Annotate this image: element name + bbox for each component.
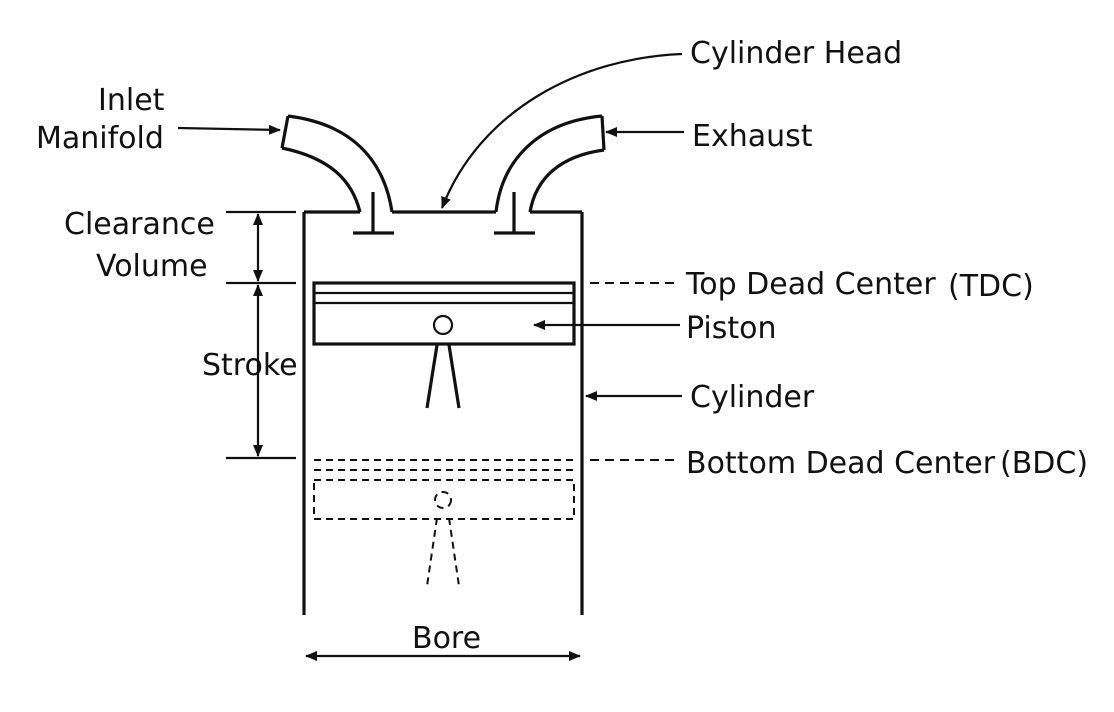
inlet-port xyxy=(280,114,394,213)
label-bdc: Bottom Dead Center xyxy=(686,446,996,481)
label-stroke: Stroke xyxy=(202,348,298,383)
left-dimension-ticks xyxy=(226,210,296,460)
label-tdc: Top Dead Center xyxy=(685,267,936,302)
label-clearance: Clearance xyxy=(64,207,215,242)
piston-tdc xyxy=(312,281,576,409)
piston-bdc xyxy=(313,459,575,587)
label-tdc-abbr: (TDC) xyxy=(948,269,1034,304)
exhaust-port xyxy=(494,114,606,213)
label-inlet: Inlet xyxy=(98,83,165,118)
label-manifold: Manifold xyxy=(36,121,164,156)
label-cylinder: Cylinder xyxy=(690,380,815,415)
cylinder-walls xyxy=(302,212,584,615)
label-exhaust: Exhaust xyxy=(692,119,813,154)
exhaust-valve xyxy=(494,192,535,235)
cylinder-head-arrow xyxy=(440,52,683,209)
inlet-arrow xyxy=(177,124,281,135)
label-cylinder-head: Cylinder Head xyxy=(690,36,902,71)
label-bdc-abbr: (BDC) xyxy=(1000,446,1088,481)
inlet-valve xyxy=(353,192,394,235)
label-piston: Piston xyxy=(686,311,777,346)
label-volume: Volume xyxy=(96,249,208,284)
label-bore: Bore xyxy=(412,621,481,656)
